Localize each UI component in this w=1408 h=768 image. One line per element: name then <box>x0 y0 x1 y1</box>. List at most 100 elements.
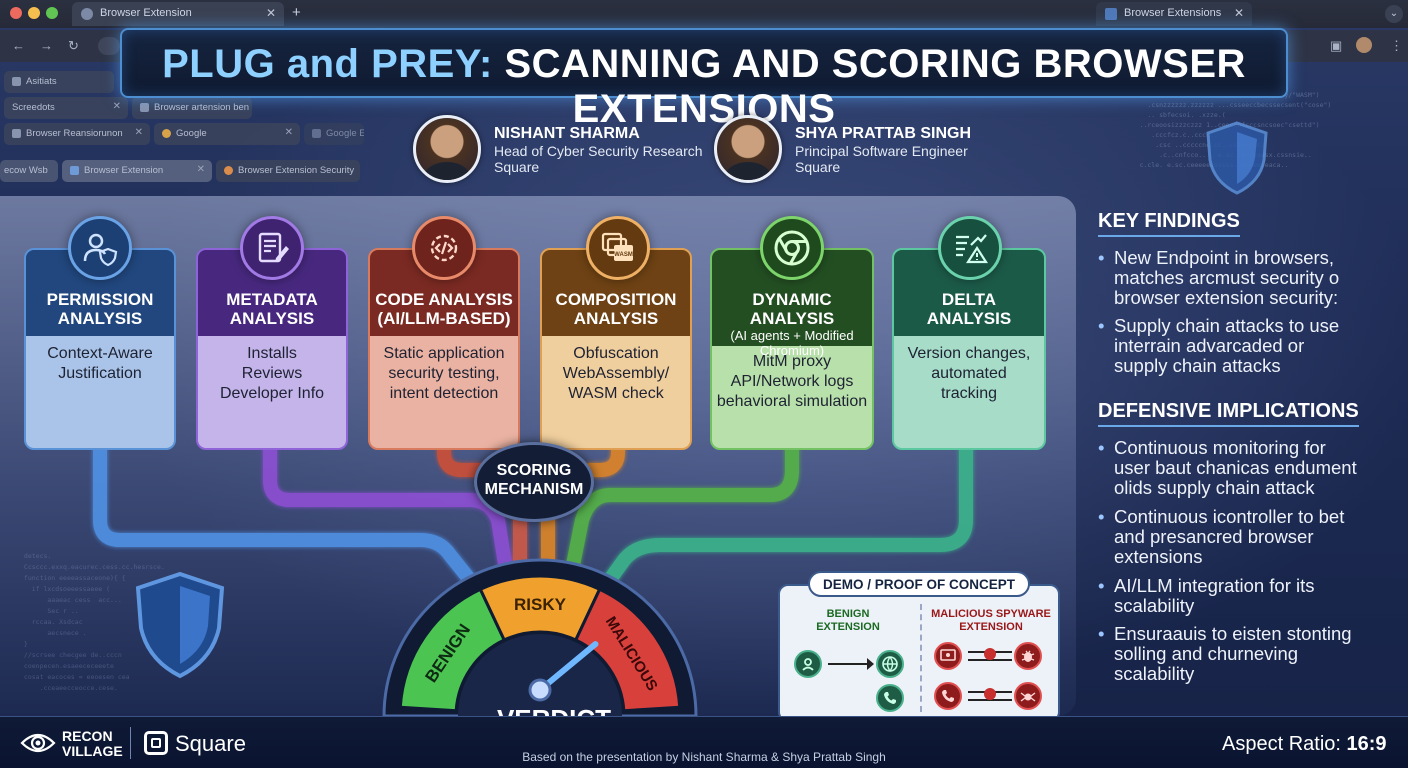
card-body-line: automated <box>931 365 1007 382</box>
profile-avatar-icon[interactable] <box>1356 37 1372 53</box>
document-edit-icon <box>240 216 304 280</box>
card-body-line: intent detection <box>389 385 499 402</box>
card-title-line: METADATA <box>226 290 318 309</box>
ghost-tab[interactable]: Browser Extension Security <box>216 160 360 182</box>
new-tab-icon[interactable]: + <box>292 4 301 21</box>
card-body-line: Obfuscation <box>573 345 659 362</box>
card-title-line: DYNAMIC ANALYSIS <box>749 290 835 328</box>
card-title-line: PERMISSION <box>46 290 154 309</box>
spider-icon <box>1014 682 1042 710</box>
page-title: PLUG and PREY: SCANNING AND SCORING BROW… <box>120 28 1288 131</box>
card-title-line: ANALYSIS <box>57 309 143 328</box>
kebab-menu-icon[interactable]: ⋮ <box>1390 38 1403 53</box>
close-tab-icon[interactable]: ✕ <box>265 6 276 20</box>
close-window-dot[interactable] <box>10 7 22 19</box>
close-tab-icon[interactable]: ✕ <box>1233 6 1244 20</box>
exfiltration-arrows-icon <box>968 688 1012 704</box>
ghost-tab-label: Screedots <box>12 102 55 113</box>
site-settings-icon[interactable] <box>98 37 120 55</box>
speaker-2-avatar <box>714 115 782 183</box>
square-logo-icon <box>144 731 168 755</box>
close-tab-icon[interactable]: ✕ <box>134 127 143 138</box>
card-title-line: CODE ANALYSIS <box>375 290 513 309</box>
phone-spy-icon <box>934 682 962 710</box>
card-title-line: ANALYSIS <box>229 309 315 328</box>
demo-divider <box>920 604 922 712</box>
card-title-line: DELTA <box>941 290 997 309</box>
puzzle-icon <box>70 166 79 175</box>
browser-tab-right-label: Browser Extensions <box>1124 7 1222 19</box>
arrow-right-icon <box>828 658 874 670</box>
ghost-tab[interactable]: Browser artension ben c <box>132 97 252 119</box>
forward-arrow-icon[interactable]: → <box>40 38 53 53</box>
card-body-line: Installs <box>247 345 297 362</box>
card-body-line: Context-Aware <box>47 345 153 362</box>
footer-divider <box>130 727 131 759</box>
card-title-line: COMPOSITION <box>555 290 677 309</box>
close-tab-icon[interactable]: ✕ <box>196 164 205 175</box>
close-tab-icon[interactable]: ✕ <box>112 101 121 112</box>
ghost-tab[interactable]: Screedots ✕ <box>4 97 128 119</box>
page-icon <box>12 77 21 86</box>
browser-tab-right[interactable]: Browser Extensions ✕ <box>1096 2 1252 26</box>
exfiltration-arrows-icon <box>968 648 1012 664</box>
card-body-line: tracking <box>940 385 998 402</box>
globe-icon <box>81 8 93 20</box>
bug-icon <box>1014 642 1042 670</box>
card-subtitle: (AI agents + Modified Chromium) <box>730 328 854 358</box>
gauge-label-risky: RISKY <box>514 595 567 614</box>
speaker-1-avatar <box>413 115 481 183</box>
square-logo-text: Square <box>175 731 246 756</box>
card-body-line: Reviews <box>241 365 303 382</box>
gauge-needle-hub <box>528 678 552 702</box>
key-findings-heading: KEY FINDINGS <box>1098 210 1240 237</box>
page-icon <box>140 103 149 112</box>
reload-icon[interactable]: ↻ <box>68 38 79 53</box>
speaker-2-org: Square <box>795 159 841 175</box>
speaker-2-name: SHYA PRATTAB SINGH <box>795 125 972 142</box>
chrome-icon <box>760 216 824 280</box>
ghost-tab[interactable]: Browser Extension ✕ <box>62 160 212 182</box>
user-location-icon <box>794 650 822 678</box>
layers-chip-icon: WASM <box>586 216 650 280</box>
browser-tab-active[interactable]: Browser Extension ✕ <box>72 2 284 26</box>
card-title-line: ANALYSIS <box>573 309 659 328</box>
sidebar-icon[interactable]: ▣ <box>1330 38 1343 53</box>
title-part-1: PLUG and PREY: <box>162 42 493 86</box>
ghost-tab[interactable]: Asitiats <box>4 71 114 93</box>
maximize-window-dot[interactable] <box>46 7 58 19</box>
ghost-tab-label: ecow Wsb <box>4 165 48 176</box>
ghost-tab-label: Google Extension <box>326 128 364 139</box>
speaker-2-role: Principal Software Engineer <box>795 143 968 159</box>
page-icon <box>12 129 21 138</box>
ghost-tab[interactable]: Browser Reansiorunon✕ <box>4 123 150 145</box>
ghost-tab[interactable]: ecow Wsb <box>0 160 58 182</box>
card-dynamic-analysis: DYNAMIC ANALYSIS(AI agents + Modified Ch… <box>710 248 874 450</box>
ghost-tab-label: Browser Extension Security <box>238 165 355 176</box>
ghost-tab[interactable]: Google✕ <box>154 123 300 145</box>
card-body-line: WebAssembly/ <box>562 365 670 382</box>
close-tab-icon[interactable]: ✕ <box>284 127 293 138</box>
tab-menu-icon[interactable]: ⌄ <box>1385 5 1403 23</box>
minimize-window-dot[interactable] <box>28 7 40 19</box>
card-body-line: API/Network logs <box>730 373 854 390</box>
gauge-needle <box>537 641 599 693</box>
scoring-mechanism: SCORING MECHANISM <box>474 442 594 522</box>
back-arrow-icon[interactable]: ← <box>12 38 25 53</box>
card-code-analysis: CODE ANALYSIS(AI/LLM-BASED) Static appli… <box>368 248 520 450</box>
aspect-ratio: Aspect Ratio: 16:9 <box>1222 733 1387 755</box>
card-body-line: Justification <box>58 365 142 382</box>
card-body-line: WASM check <box>568 385 664 402</box>
ghost-tab-label: Browser artension ben c <box>154 102 252 113</box>
demo-title: DEMO / PROOF OF CONCEPT <box>808 571 1030 597</box>
ghost-tab-label: Browser Extension <box>84 165 164 176</box>
ghost-tab[interactable]: Google Extension <box>304 123 364 145</box>
